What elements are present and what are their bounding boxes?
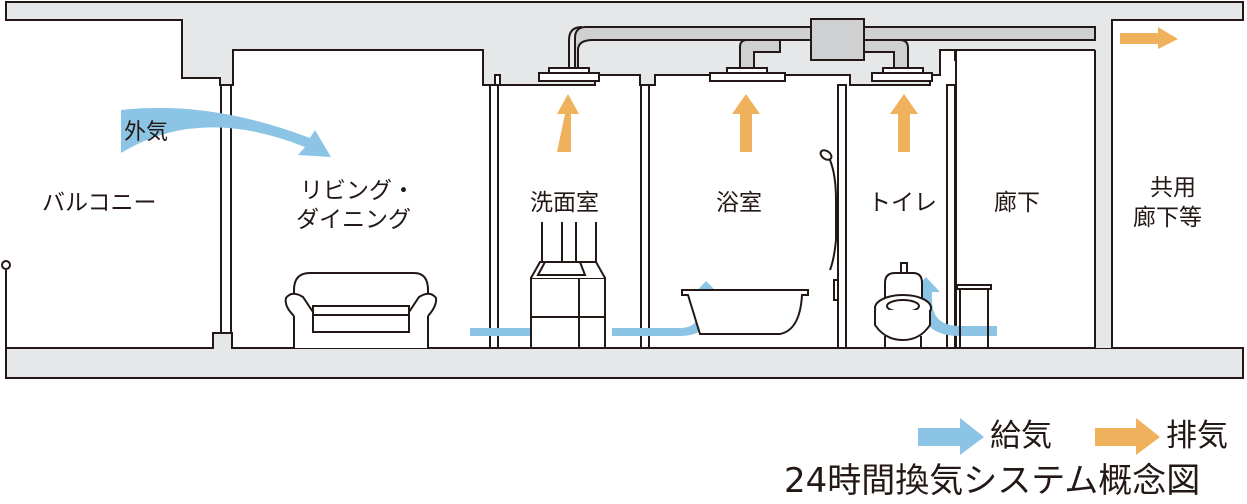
exhaust-duct (568, 18, 1096, 73)
room-label-toilet: トイレ (868, 190, 937, 216)
legend-supply-label: 給気 (990, 418, 1052, 454)
shower-icon (819, 149, 839, 301)
room-label-bathroom: 浴室 (716, 190, 762, 216)
room-label-balcony: バルコニー (42, 190, 157, 216)
vanity-icon (530, 222, 606, 349)
room-label-washroom: 洗面室 (530, 190, 599, 216)
hallway-outline (955, 49, 1096, 349)
outside-air-arrow (121, 107, 331, 157)
room-label-living-line2: ダイニング (296, 207, 411, 233)
exhaust-arrows (557, 27, 1178, 152)
diagram-title: 24時間換気システム概念図 (784, 461, 1201, 501)
walls (220, 84, 956, 349)
room-label-common-line2: 廊下等 (1133, 205, 1202, 231)
room-label-common-line1: 共用 (1150, 175, 1196, 201)
room-label-hallway: 廊下 (994, 190, 1040, 216)
vent-grilles (538, 67, 933, 82)
cabinet-icon (956, 284, 992, 348)
balcony-railing-icon (1, 260, 11, 365)
legend-exhaust-label: 排気 (1166, 418, 1228, 454)
toilet-icon (874, 262, 932, 348)
floor-slab (5, 332, 1244, 379)
room-label-living-line1: リビング・ (300, 178, 415, 204)
legend-exhaust-arrow-icon (1095, 418, 1160, 455)
bathtub-icon (681, 289, 809, 335)
outside-air-label: 外気 (124, 120, 169, 145)
corridor-wall (1095, 40, 1112, 348)
sofa-icon (284, 272, 438, 348)
legend-supply-arrow-icon (918, 418, 984, 455)
